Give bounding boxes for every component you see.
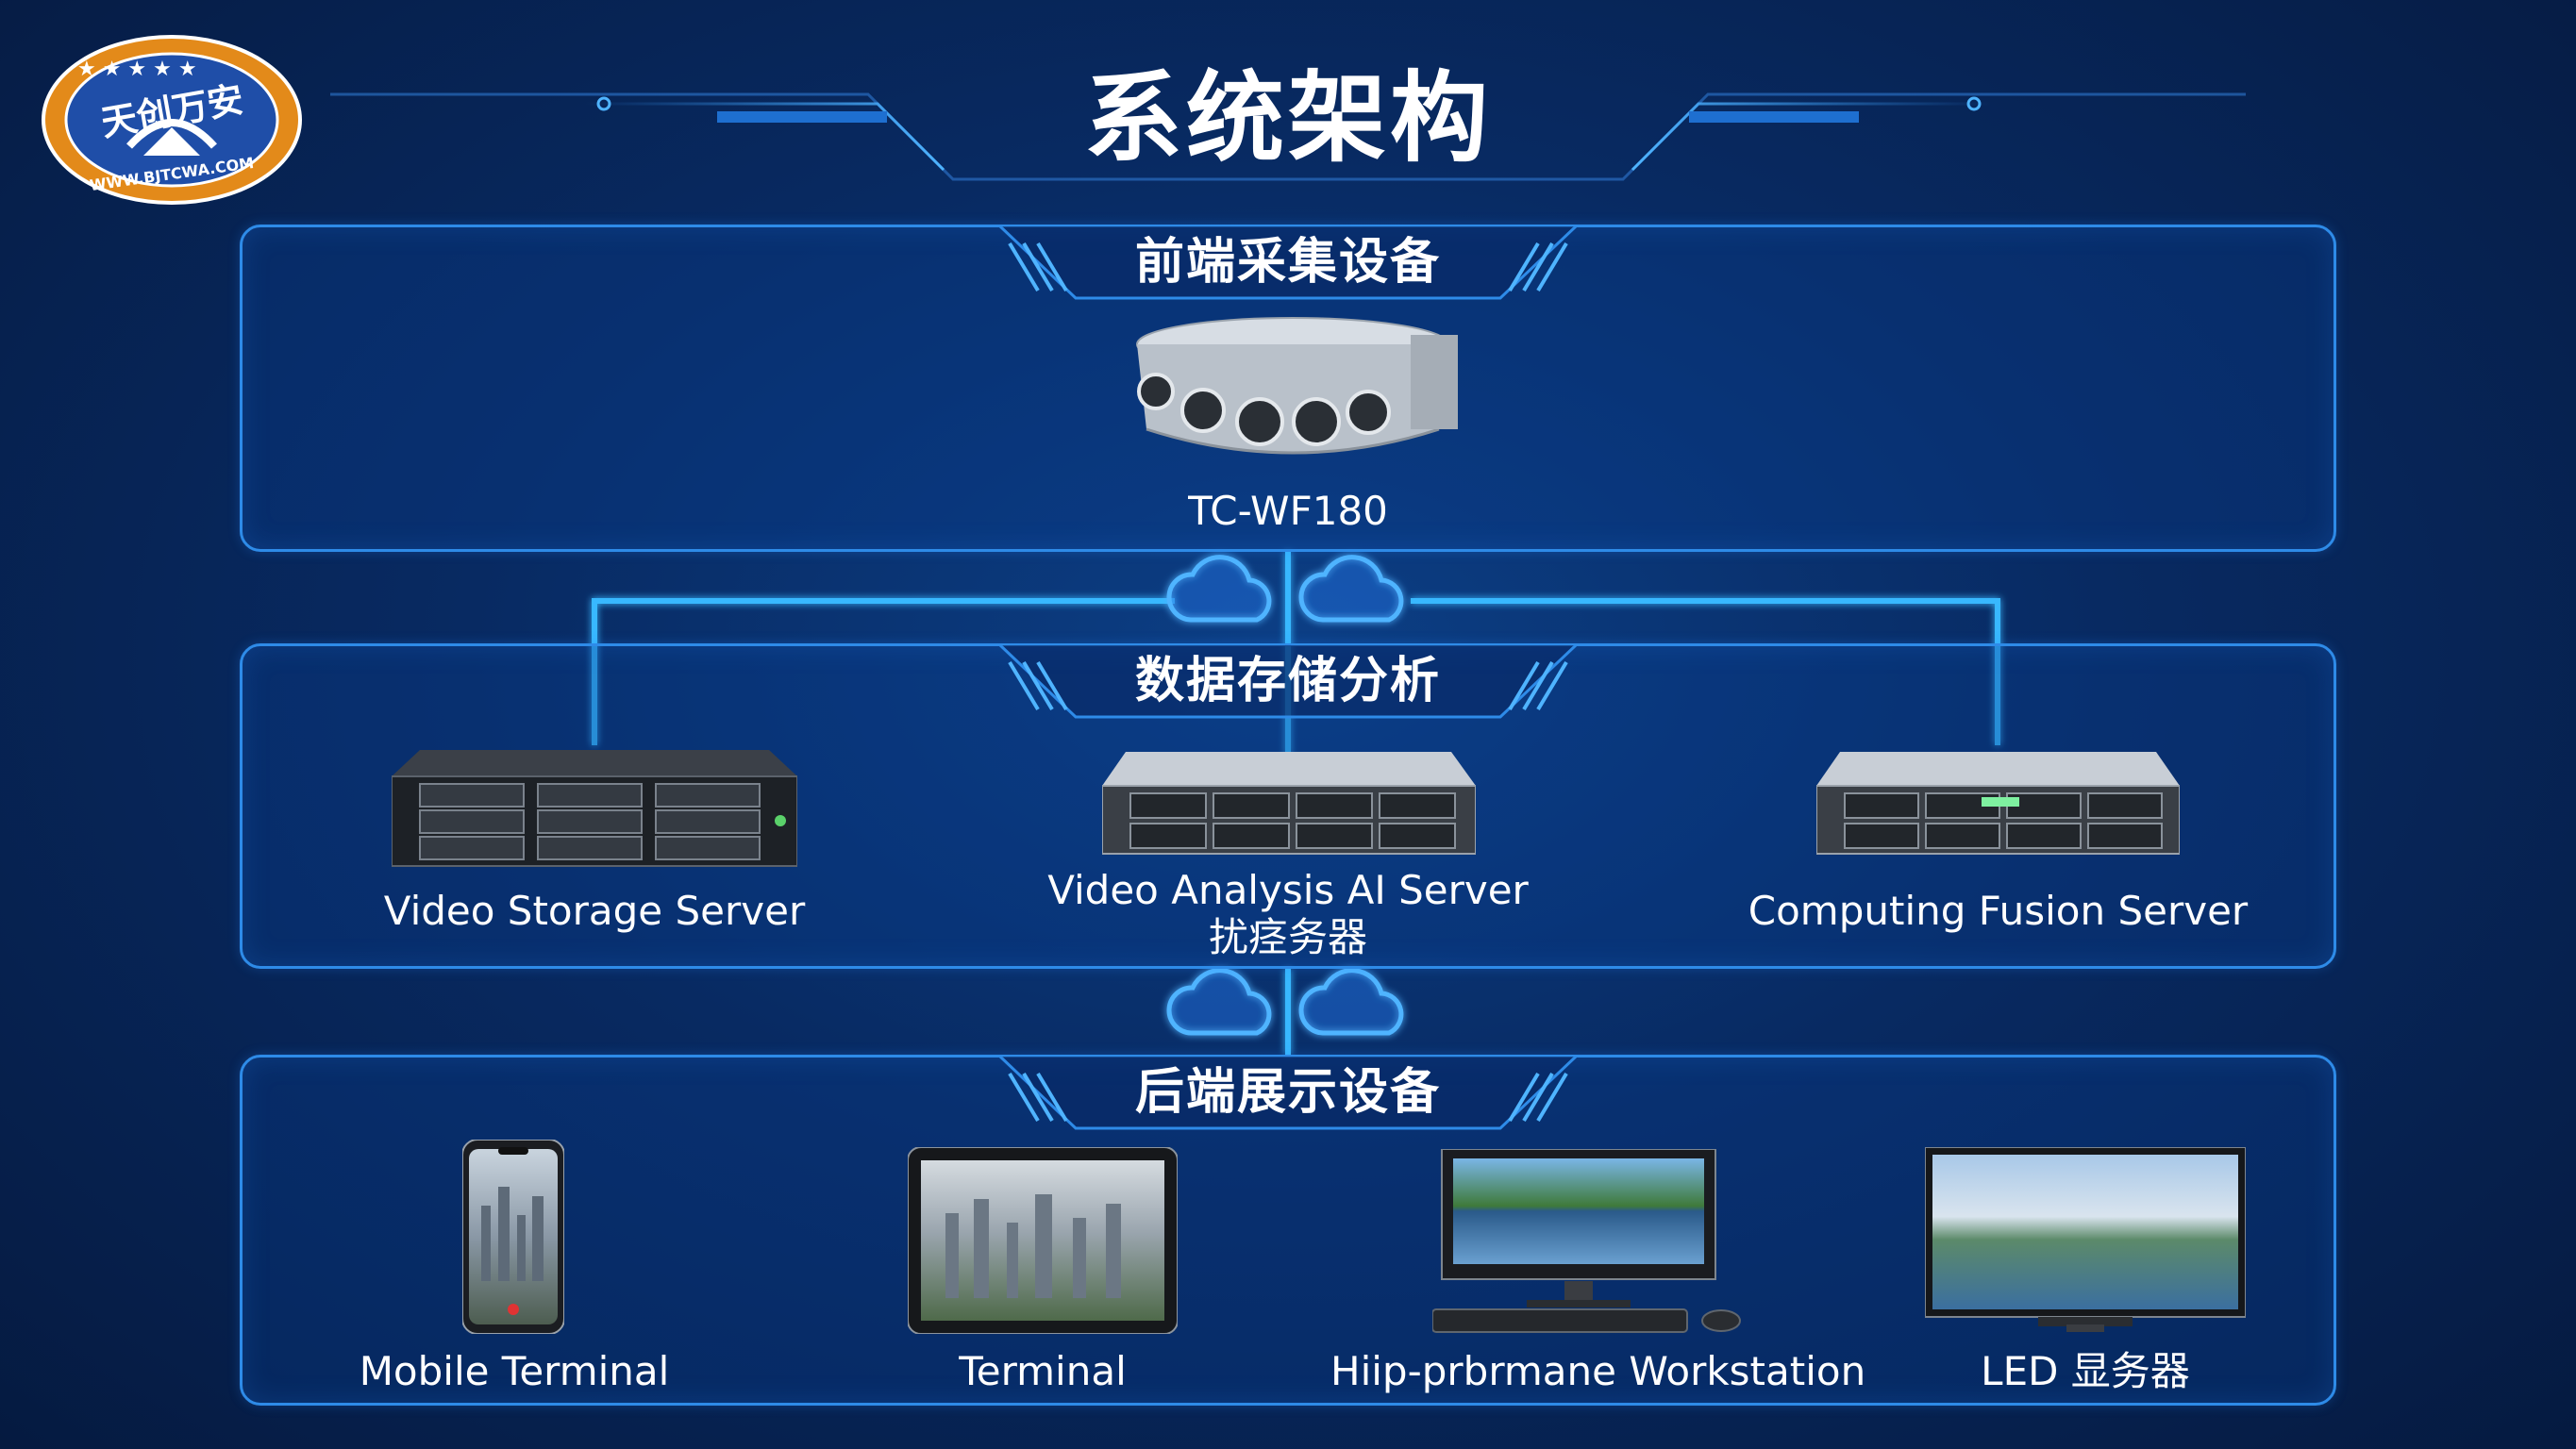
device-label-workstation: Hiip-prbrmane Workstation	[1330, 1348, 1866, 1394]
fusion-server-icon	[1816, 752, 2180, 855]
flow-lines	[592, 552, 2000, 1055]
device-sublabel-ai-server: 扰痉务器	[1208, 914, 1367, 960]
device-label-tablet: Terminal	[959, 1348, 1127, 1394]
device-label-ai-server: Video Analysis AI Server	[1047, 867, 1529, 913]
section-title-frame	[998, 643, 1578, 719]
device-label-camera: TC-WF180	[1188, 488, 1388, 534]
tablet-icon	[908, 1147, 1178, 1334]
device-label-mobile: Mobile Terminal	[359, 1348, 670, 1394]
device-label-fusion-server: Computing Fusion Server	[1748, 888, 2249, 934]
workstation-icon	[1432, 1149, 1741, 1333]
section-title-front: 前端采集设备	[1134, 234, 1441, 291]
led-display-icon	[1925, 1147, 2246, 1332]
storage-server-icon	[392, 750, 797, 867]
logo-emblem-icon: ★ ★ ★ ★ ★	[42, 35, 302, 205]
title-frame	[330, 92, 2246, 181]
panoramic-camera-icon	[1136, 317, 1458, 455]
section-title-frame	[998, 1055, 1578, 1130]
device-label-storage-server: Video Storage Server	[383, 888, 806, 934]
logo: ★ ★ ★ ★ ★ 天创万安 WWW.BJTCWA.COM	[40, 33, 304, 208]
mobile-phone-icon	[462, 1140, 564, 1334]
section-title-display: 后端展示设备	[1134, 1064, 1441, 1121]
cloud-icon	[1166, 555, 1404, 1036]
svg-text:★ ★ ★ ★ ★: ★ ★ ★ ★ ★	[77, 58, 197, 81]
ai-server-icon	[1102, 752, 1476, 855]
page-title: 系统架构	[1083, 60, 1492, 175]
section-title-frame	[998, 225, 1578, 300]
section-title-storage: 数据存储分析	[1134, 653, 1441, 709]
device-label-led: LED 显务器	[1981, 1348, 2190, 1394]
